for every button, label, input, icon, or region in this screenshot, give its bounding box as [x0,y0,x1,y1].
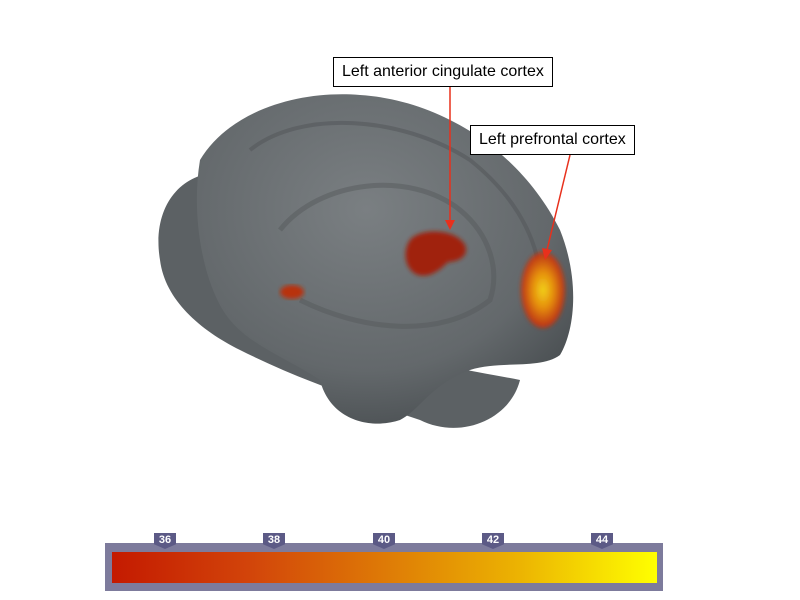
activation-temporal [280,285,304,299]
arrow-prefrontal [546,154,571,251]
colorbar-tick: 38 [263,533,285,549]
colorbar [105,543,663,591]
activation-cingulate [405,231,467,276]
colorbar-tick: 44 [591,533,613,549]
activation-prefrontal [521,252,565,328]
cortex [196,94,574,424]
label-anterior-cingulate: Left anterior cingulate cortex [333,57,553,87]
colorbar-tick: 40 [373,533,395,549]
colorbar-tick: 42 [482,533,504,549]
callosal-sulcus [278,182,497,329]
arrowhead-prefrontal [542,248,552,260]
colorbar-gradient [112,552,657,583]
colorbar-tick: 36 [154,533,176,549]
cingulate-sulcus [248,120,543,301]
label-prefrontal: Left prefrontal cortex [470,125,635,155]
arrowhead-cingulate [445,220,455,230]
